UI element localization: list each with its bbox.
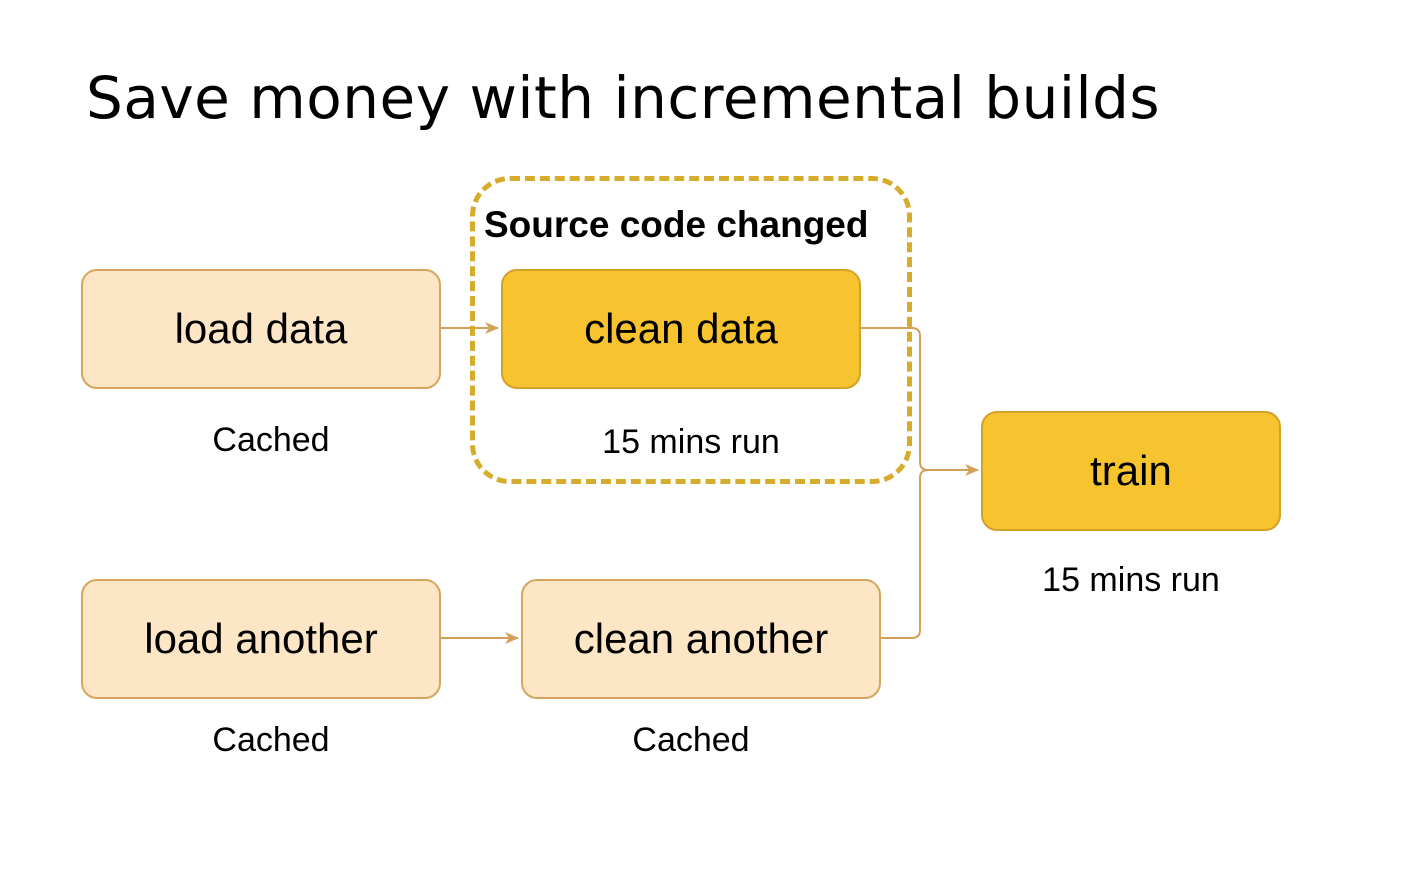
node-load-another: load another (81, 579, 441, 699)
group-label: Source code changed (484, 204, 869, 245)
edge-clean-another-to-train (881, 469, 978, 639)
node-clean-another: clean another (521, 579, 881, 699)
node-load-data: load data (81, 269, 441, 389)
node-label: clean another (573, 615, 829, 662)
node-label: clean data (584, 305, 778, 352)
status-clean-data: 15 mins run (602, 423, 780, 461)
status-load-data: Cached (212, 421, 330, 459)
node-label: train (1090, 447, 1172, 494)
slide-title: Save money with incremental builds (86, 64, 1161, 132)
node-clean-data: clean data (501, 269, 861, 389)
status-train: 15 mins run (1042, 561, 1220, 599)
node-label: load another (144, 615, 378, 662)
status-load-another: Cached (212, 721, 330, 759)
node-label: load data (174, 305, 348, 352)
changed-group-frame (470, 176, 912, 484)
node-train: train (981, 411, 1281, 531)
status-clean-another: Cached (632, 721, 750, 759)
